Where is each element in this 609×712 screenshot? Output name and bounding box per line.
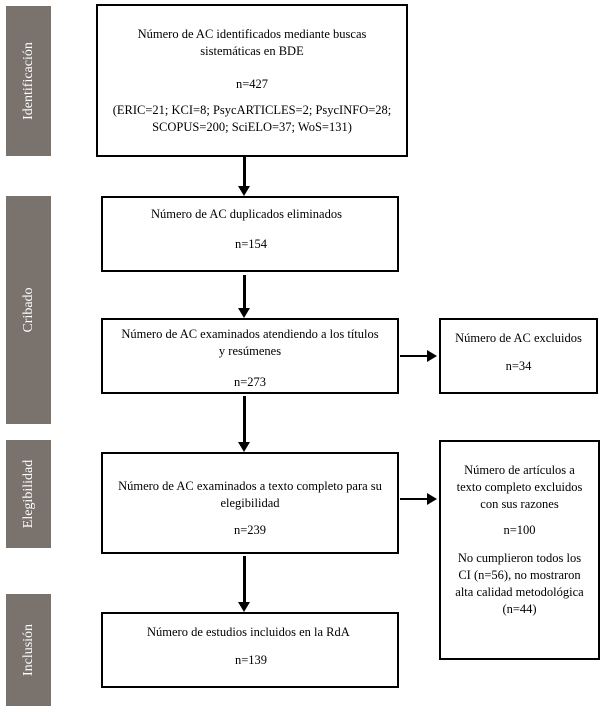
included-box: Número de estudios incluidos en la RdA n…	[101, 612, 399, 688]
identified-box: Número de AC identificados mediante busc…	[96, 4, 408, 157]
identified-title: Número de AC identificados mediante busc…	[137, 27, 367, 58]
fulltext-excluded-title: Número de artículos a texto completo exc…	[456, 463, 583, 511]
fulltext-count: n=239	[233, 523, 267, 537]
excluded-box: Número de AC excluidos n=34	[439, 318, 598, 394]
fulltext-excluded-reasons: No cumplieron todos los CI (n=56), no mo…	[455, 551, 584, 616]
included-title: Número de estudios incluidos en la RdA	[147, 625, 350, 639]
stage-label-cribado: Cribado	[20, 287, 36, 333]
stage-label-elegibilidad: Elegibilidad	[20, 459, 36, 529]
fulltext-excluded-count: n=100	[503, 523, 536, 537]
excluded-count: n=34	[505, 359, 532, 373]
fulltext-box: Número de AC examinados a texto completo…	[101, 452, 399, 554]
arrow-fulltext-to-fulltext-excluded	[400, 493, 437, 505]
duplicates-count: n=154	[235, 237, 268, 251]
stage-identificacion: Identificación	[6, 6, 51, 156]
included-count: n=139	[235, 653, 268, 667]
arrow-screened-to-fulltext	[238, 396, 250, 452]
screened-title: Número de AC examinados atendiendo a los…	[121, 327, 379, 358]
fulltext-excluded-box: Número de artículos a texto completo exc…	[439, 440, 600, 660]
fulltext-title: Número de AC examinados a texto completo…	[118, 479, 382, 510]
arrow-screened-to-excluded	[400, 350, 437, 362]
arrow-duplicates-to-screened	[238, 275, 250, 318]
stage-elegibilidad: Elegibilidad	[6, 440, 51, 548]
identified-sources: (ERIC=21; KCI=8; PsycARTICLES=2; PsycINF…	[112, 103, 392, 134]
stage-label-inclusion: Inclusión	[20, 623, 36, 677]
duplicates-title: Número de AC duplicados eliminados	[151, 207, 342, 221]
stage-label-identificacion: Identificación	[20, 42, 36, 120]
arrow-fulltext-to-included	[238, 556, 250, 612]
stage-inclusion: Inclusión	[6, 594, 51, 706]
screened-count: n=273	[233, 375, 267, 389]
identified-count: n=427	[235, 77, 269, 91]
stage-cribado: Cribado	[6, 196, 51, 424]
excluded-title: Número de AC excluidos	[455, 331, 582, 345]
arrow-identified-to-duplicates	[238, 157, 250, 196]
screened-box: Número de AC examinados atendiendo a los…	[101, 318, 399, 394]
duplicates-box: Número de AC duplicados eliminados n=154	[101, 196, 399, 272]
